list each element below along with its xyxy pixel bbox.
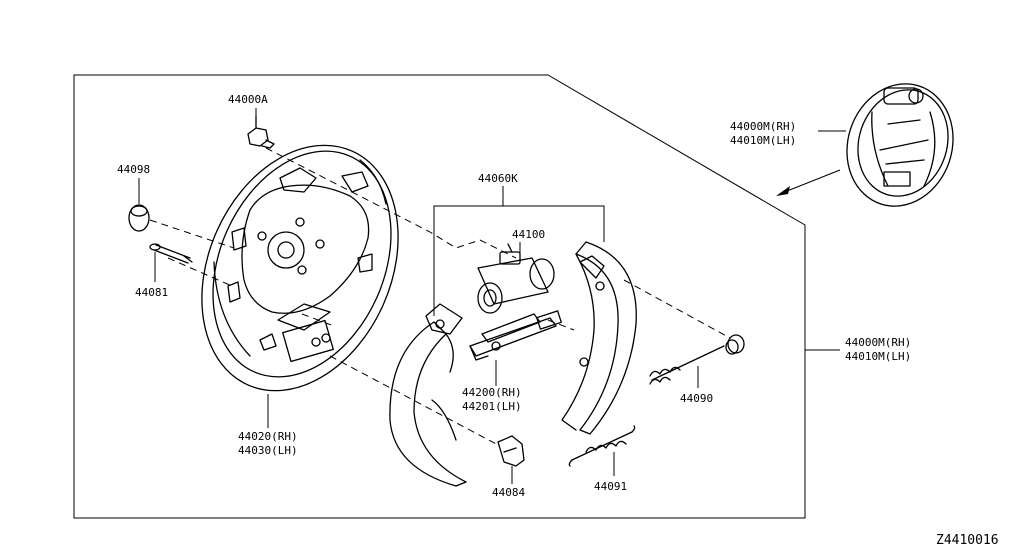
alignment-line	[547, 319, 575, 331]
label-inset-rh: 44000M(RH)	[730, 120, 796, 133]
inset-arrow	[781, 169, 841, 194]
bolt-44000a-icon	[247, 115, 275, 149]
label-44084: 44084	[492, 486, 525, 499]
label-44000a: 44000A	[228, 93, 268, 106]
return-spring-44091-icon	[568, 425, 636, 467]
label-44020: 44020(RH)	[238, 430, 298, 443]
assembly-frame	[73, 74, 806, 519]
label-44098: 44098	[117, 163, 150, 176]
label-44081: 44081	[135, 286, 168, 299]
alignment-line	[167, 257, 233, 287]
label-assembly-lh: 44010M(LH)	[845, 350, 911, 363]
pin-44081-icon	[149, 243, 193, 264]
return-spring-44090-icon	[649, 334, 745, 385]
clip-44084-icon	[497, 435, 525, 467]
label-44091: 44091	[594, 480, 627, 493]
label-inset-lh: 44010M(LH)	[730, 134, 796, 147]
alignment-line	[301, 313, 335, 327]
label-44060k: 44060K	[478, 172, 518, 185]
wheel-cylinder-icon	[477, 243, 555, 314]
alignment-line	[623, 279, 731, 339]
label-assembly-rh: 44000M(RH)	[845, 336, 911, 349]
alignment-line	[265, 147, 517, 259]
label-44100: 44100	[512, 228, 545, 241]
backing-plate-icon	[201, 144, 399, 392]
brake-shoe-right-icon	[561, 241, 637, 435]
label-44201: 44201(LH)	[462, 400, 522, 413]
label-44090: 44090	[680, 392, 713, 405]
brake-shoe-left-icon	[389, 303, 467, 487]
inset-assembled-brake-icon	[846, 83, 954, 207]
alignment-line	[149, 219, 235, 249]
label-44200: 44200(RH)	[462, 386, 522, 399]
diagram-reference: Z4410016	[936, 533, 999, 548]
label-44030: 44030(LH)	[238, 444, 298, 457]
kit-bracket	[433, 205, 605, 316]
plug-44098-icon	[128, 204, 150, 232]
adjuster-icon	[469, 310, 562, 361]
